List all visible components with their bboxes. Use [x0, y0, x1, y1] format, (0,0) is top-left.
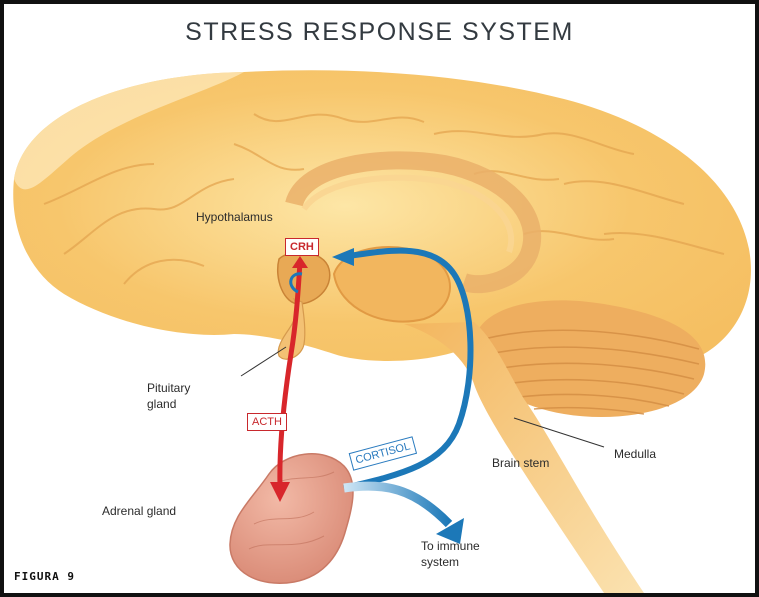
label-brain-stem: Brain stem: [492, 456, 549, 471]
figure-label: FIGURA 9: [14, 570, 75, 583]
label-acth: ACTH: [247, 413, 287, 431]
label-hypothalamus: Hypothalamus: [196, 210, 273, 225]
label-immune-line1: To immune: [421, 539, 480, 554]
diagram-title: STRESS RESPONSE SYSTEM: [4, 18, 755, 47]
label-adrenal-gland: Adrenal gland: [102, 504, 176, 519]
label-pituitary-line2: gland: [147, 397, 176, 412]
blue-immune-arrow: [344, 486, 449, 524]
label-medulla: Medulla: [614, 447, 656, 462]
label-crh: CRH: [285, 238, 319, 256]
label-immune-line2: system: [421, 555, 459, 570]
label-pituitary-line1: Pituitary: [147, 381, 190, 396]
